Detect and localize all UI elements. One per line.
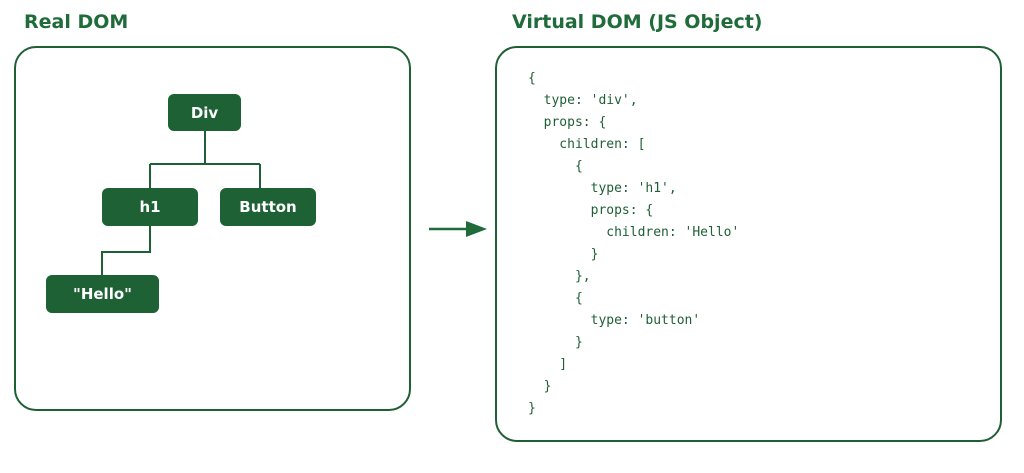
code-line: } — [528, 335, 583, 350]
code-line: } — [528, 247, 599, 262]
code-line: children: 'Hello' — [528, 225, 740, 240]
code-line: { — [528, 71, 536, 86]
code-line: { — [528, 159, 583, 174]
code-line: type: 'h1', — [528, 181, 677, 196]
dom-node-button: Button — [220, 188, 316, 226]
virtual-dom-heading: Virtual DOM (JS Object) — [512, 11, 763, 33]
code-line: } — [528, 401, 536, 416]
code-line: children: [ — [528, 137, 646, 152]
dom-node-h1: h1 — [102, 188, 198, 226]
virtual-dom-panel — [495, 46, 1002, 442]
code-line: ] — [528, 357, 568, 372]
real-dom-heading: Real DOM — [24, 11, 129, 33]
code-line: type: 'div', — [528, 93, 638, 108]
virtual-dom-code: { type: 'div', props: { children: [ { ty… — [528, 68, 739, 420]
code-line: { — [528, 291, 583, 306]
code-line: } — [528, 379, 552, 394]
right-arrow-icon — [429, 221, 487, 237]
code-line: type: 'button' — [528, 313, 701, 328]
dom-node-div: Div — [168, 94, 241, 131]
dom-node-hello-text: "Hello" — [46, 275, 159, 313]
code-line: props: { — [528, 203, 654, 218]
code-line: }, — [528, 269, 591, 284]
code-line: props: { — [528, 115, 607, 130]
